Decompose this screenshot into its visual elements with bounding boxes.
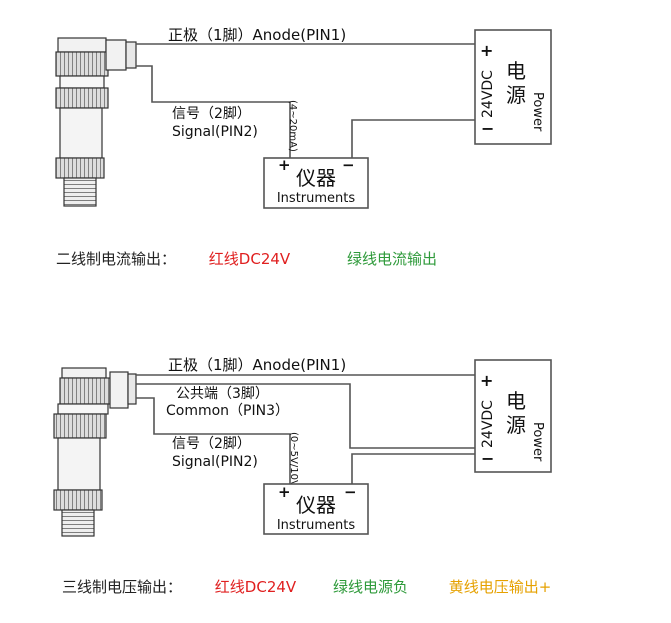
power-label-en: Power [530, 422, 545, 462]
power-supply-box [474, 29, 552, 145]
power-minus: − [481, 449, 494, 468]
instrument-label-en: Instruments [277, 191, 356, 206]
three-wire-legend: 三线制电压输出： 红线DC24V 绿线电源负 黄线电压输出+ [62, 576, 579, 597]
common-pin-label-en: Common（PIN3） [166, 403, 289, 419]
power-supply-box [474, 359, 552, 473]
legend-green-wire: 绿线电源负 [332, 578, 408, 596]
positive-pin-label: 正极（1脚）Anode(PIN1) [168, 356, 346, 374]
two-wire-diagram: 正极（1脚）Anode(PIN1) 信号（2脚） Signal(PIN2) (4… [55, 26, 552, 209]
power-voltage-label: 24VDC [480, 400, 496, 448]
signal-range-label: (0~5V/10V) [288, 432, 299, 491]
power-plus: + [480, 371, 493, 390]
three-wire-diagram: 正极（1脚）Anode(PIN1) 公共端（3脚） Common（PIN3） 信… [53, 356, 552, 537]
wire-common [136, 383, 475, 449]
legend-yellow-wire: 黄线电压输出+ [448, 578, 552, 596]
power-label-cn-1: 电 [506, 389, 526, 413]
instrument-plus: + [278, 483, 291, 501]
power-label-cn-2: 源 [506, 83, 526, 107]
legend-green-wire: 绿线电流输出 [346, 250, 437, 268]
wire-signal [136, 397, 291, 484]
two-wire-legend: 二线制电流输出： 红线DC24V 绿线电流输出 [56, 248, 465, 269]
instrument-label-en: Instruments [277, 518, 356, 533]
power-plus: + [480, 41, 493, 60]
power-label-cn-1: 电 [506, 59, 526, 83]
instrument-plus: + [278, 156, 291, 174]
signal-range-label: (4~20mA) [287, 100, 298, 152]
common-pin-label-cn: 公共端（3脚） [176, 386, 269, 402]
pressure-transmitter-image [55, 37, 137, 207]
instrument-label-cn: 仪器 [296, 166, 336, 190]
power-voltage-label: 24VDC [480, 70, 496, 118]
power-label-cn-2: 源 [506, 413, 526, 437]
legend-red-wire: 红线DC24V [208, 250, 291, 268]
instrument-minus: − [342, 156, 355, 174]
legend-title: 二线制电流输出： [56, 250, 177, 268]
wire-signal [136, 65, 291, 158]
instrument-minus: − [344, 483, 357, 501]
legend-title: 三线制电压输出： [62, 578, 183, 596]
instrument-label-cn: 仪器 [296, 493, 336, 517]
signal-pin-label-en: Signal(PIN2) [172, 454, 258, 470]
power-minus: − [481, 119, 494, 138]
instrument-box [263, 157, 369, 209]
signal-pin-label-cn: 信号（2脚） [172, 436, 251, 452]
positive-pin-label: 正极（1脚）Anode(PIN1) [168, 26, 346, 44]
pressure-transmitter-image [53, 367, 137, 537]
power-label-en: Power [530, 92, 545, 132]
wire-negative [351, 119, 475, 158]
signal-pin-label-cn: 信号（2脚） [172, 106, 251, 122]
legend-red-wire: 红线DC24V [214, 578, 297, 596]
instrument-box [263, 483, 369, 535]
signal-pin-label-en: Signal(PIN2) [172, 124, 258, 140]
wire-negative [351, 453, 475, 484]
